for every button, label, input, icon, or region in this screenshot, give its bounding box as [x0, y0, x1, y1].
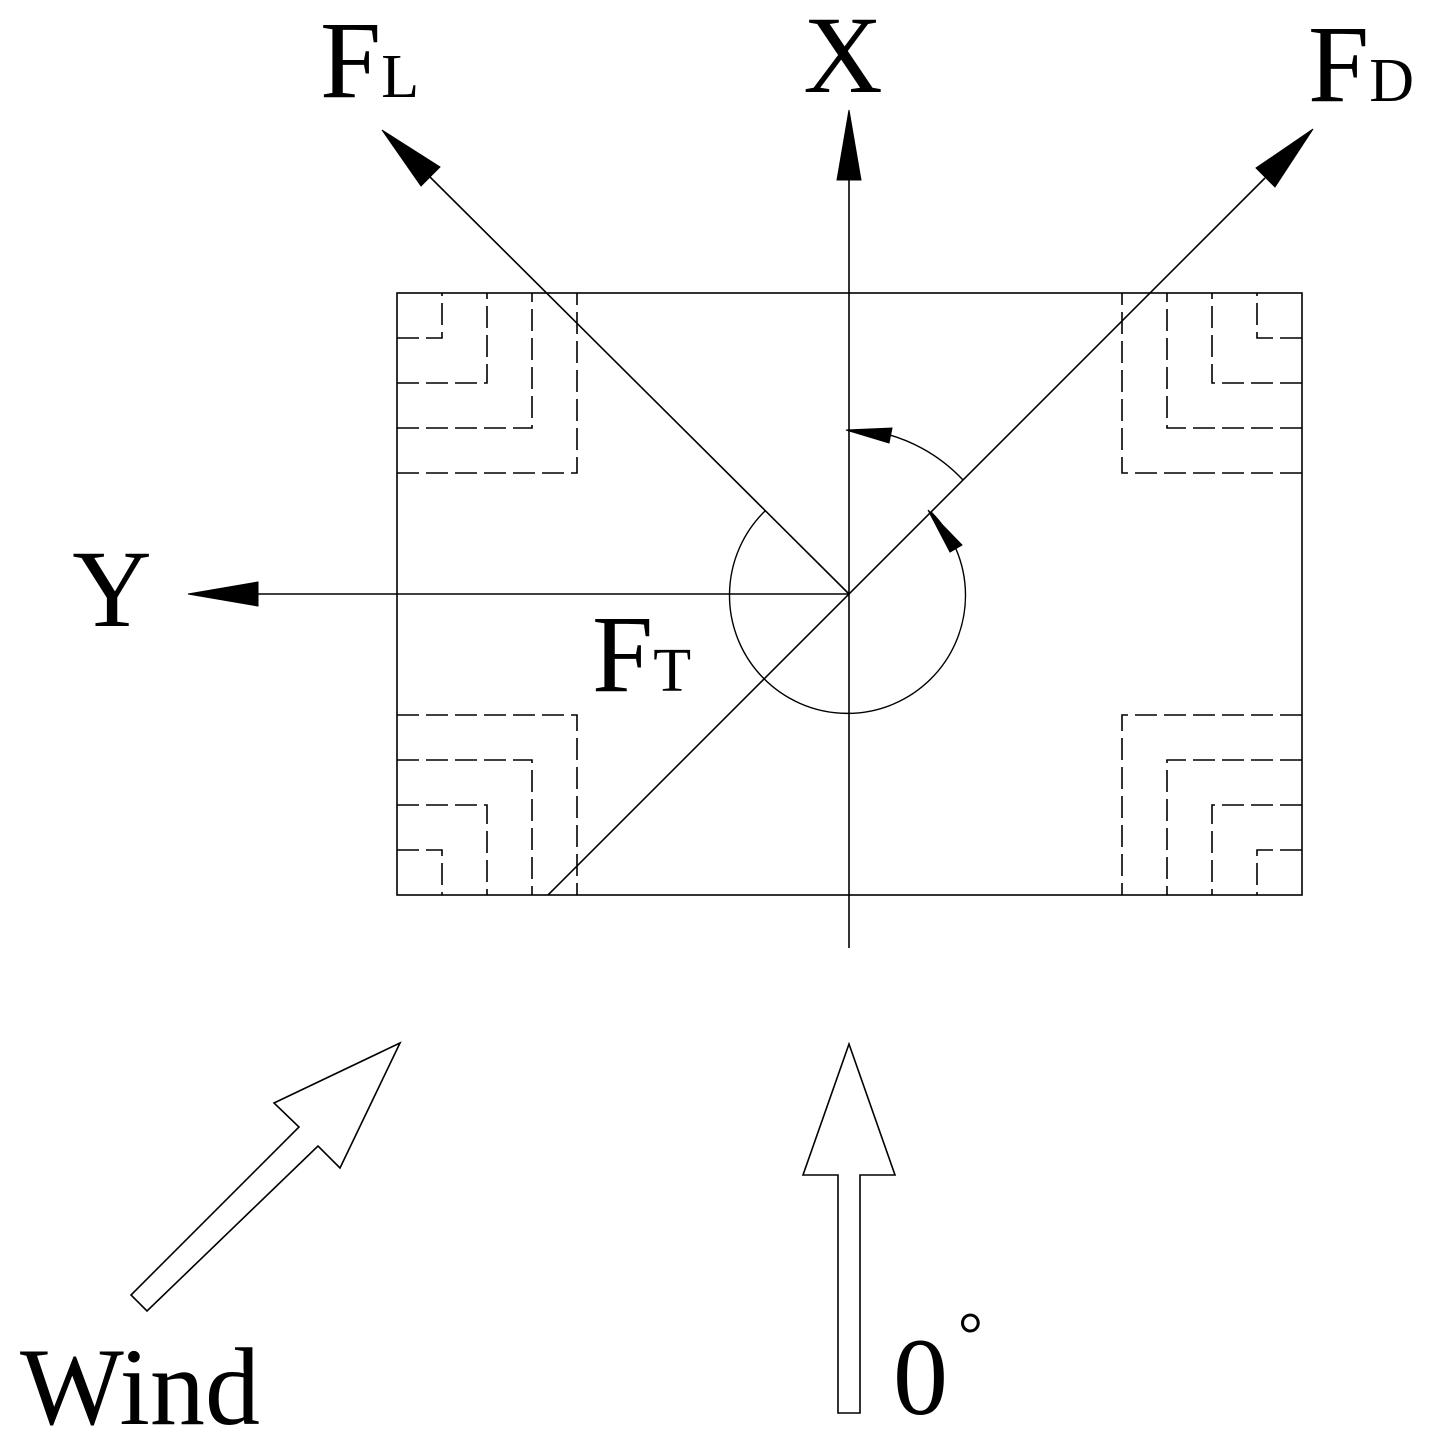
- angle-arcs: [728, 430, 967, 715]
- drag-force-arrowhead: [1255, 128, 1314, 188]
- torsion-force-label: FT: [592, 593, 691, 715]
- oblique-wind-arrow: [129, 1041, 402, 1313]
- angle-arc-arrowheads: [845, 427, 963, 553]
- lift-force-label: FL: [320, 0, 419, 121]
- lift-force-arrowhead: [381, 129, 441, 187]
- x-axis-label: X: [803, 0, 882, 116]
- axes: [255, 176, 1266, 948]
- wind-label: Wind: [20, 1326, 260, 1437]
- wind-angle-arrowhead: [845, 427, 893, 444]
- torsion-arc: [728, 510, 967, 715]
- drag-force-line: [547, 177, 1266, 896]
- drag-force-label: FD: [1308, 3, 1414, 125]
- torsion-arrowhead: [927, 509, 963, 553]
- degree-mark: °: [958, 1301, 983, 1369]
- lift-force-line: [429, 176, 850, 595]
- labels: FL X FD Y FT Wind 0 °: [20, 0, 1414, 1437]
- zero-angle-label: 0: [893, 1316, 948, 1437]
- arrowheads: [187, 109, 1314, 607]
- y-axis-label: Y: [72, 528, 151, 650]
- y-axis-arrowhead: [187, 581, 259, 607]
- corner-pattern-bottom-left: [397, 714, 578, 895]
- corner-pattern-bottom-right: [1121, 714, 1302, 895]
- x-axis-arrowhead: [836, 109, 862, 181]
- corner-pattern-top-right: [1121, 293, 1302, 474]
- wind-arrows: [129, 1041, 897, 1414]
- corner-pattern-top-left: [397, 293, 578, 474]
- zero-degree-wind-arrow: [801, 1041, 897, 1414]
